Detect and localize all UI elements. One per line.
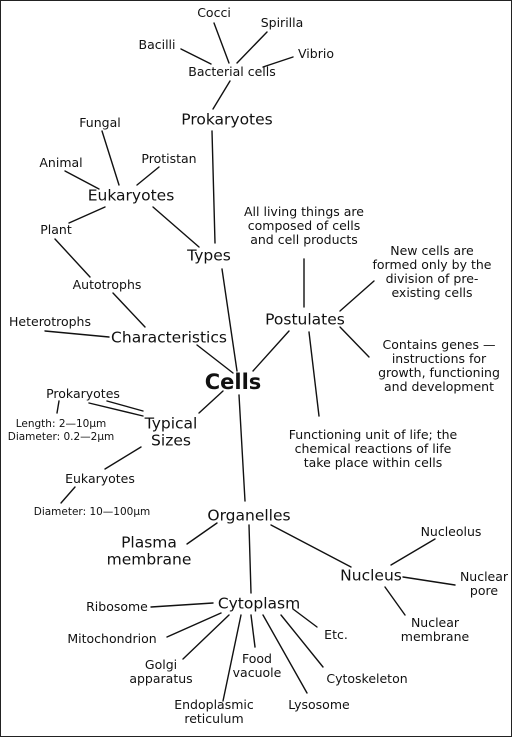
link-cytoplasm-mitochondrion bbox=[166, 612, 222, 638]
link-eukaryotes-animal bbox=[64, 170, 100, 190]
types-node: Types bbox=[187, 246, 231, 265]
golgi-apparatus-node: Golgi apparatus bbox=[129, 657, 193, 686]
link-prokaryotes-bar bbox=[106, 400, 144, 412]
link-cells-organelles bbox=[238, 394, 246, 502]
protistan-node: Protistan bbox=[141, 151, 197, 166]
plasma-membrane-node: Plasma membrane bbox=[106, 533, 192, 569]
bacilli-node: Bacilli bbox=[138, 37, 176, 52]
postulate-division: New cells are formed only by the divisio… bbox=[372, 243, 492, 300]
link-postulates-p2 bbox=[339, 280, 375, 312]
fungal-node: Fungal bbox=[79, 115, 121, 130]
link-prokaryotes-bacterial bbox=[212, 80, 231, 110]
eukaryotes-node: Eukaryotes bbox=[87, 186, 175, 205]
link-plant-autotrophs bbox=[54, 238, 91, 278]
link-organelles-cytoplasm bbox=[248, 524, 252, 594]
link-cells-types bbox=[221, 268, 238, 372]
organelles-node: Organelles bbox=[207, 506, 291, 525]
nuclear-pore-node: Nuclear pore bbox=[459, 569, 509, 598]
typical-sizes-node: Typical Sizes bbox=[144, 414, 198, 450]
link-cytoplasm-cytoskeleton bbox=[280, 614, 324, 668]
link-nucleus-nucleolus bbox=[390, 538, 436, 566]
food-vacuole-node: Food vacuole bbox=[232, 651, 282, 680]
postulates-node: Postulates bbox=[265, 310, 345, 329]
link-sizes-prokaryotes bbox=[88, 402, 144, 417]
cells-node: Cells bbox=[204, 370, 262, 395]
link-postulates-p3 bbox=[339, 326, 370, 358]
link-cells-typical-sizes bbox=[198, 390, 224, 414]
link-bacterial-bacilli bbox=[180, 48, 212, 65]
link-organelles-plasma bbox=[186, 522, 218, 545]
nuclear-membrane-node: Nuclear membrane bbox=[400, 615, 470, 644]
link-eukaryotes-fungal bbox=[101, 130, 120, 186]
nucleus-node: Nucleus bbox=[340, 566, 402, 585]
link-prokaryotes-length bbox=[56, 400, 60, 414]
link-heterotrophs-characteristics bbox=[44, 330, 110, 338]
heterotrophs-node: Heterotrophs bbox=[9, 314, 91, 329]
link-cytoplasm-ribosome bbox=[150, 602, 214, 608]
spirilla-node: Spirilla bbox=[260, 15, 304, 30]
cytoskeleton-node: Cytoskeleton bbox=[326, 671, 408, 686]
link-organelles-nucleus bbox=[270, 524, 352, 568]
link-nucleus-pore bbox=[402, 576, 456, 586]
link-autotrophs-characteristics bbox=[112, 292, 146, 328]
link-nucleus-membrane bbox=[384, 586, 406, 616]
postulate-composed: All living things are composed of cells … bbox=[244, 204, 364, 247]
bacterial-cells-node: Bacterial cells bbox=[188, 64, 276, 79]
link-eukaryotes-protistan bbox=[136, 166, 160, 186]
link-postulates-p4 bbox=[308, 331, 320, 417]
link-cytoplasm-food-vacuole bbox=[250, 614, 256, 648]
link-sizes-eukaryotes bbox=[104, 446, 142, 470]
prokaryotes-node: Prokaryotes bbox=[181, 110, 273, 129]
link-cells-postulates bbox=[252, 330, 290, 372]
prokaryotes-length: Length: 2—10μm bbox=[15, 418, 107, 431]
mitochondrion-node: Mitochondrion bbox=[67, 631, 157, 646]
vibrio-node: Vibrio bbox=[298, 46, 334, 61]
endoplasmic-reticulum-node: Endoplasmic reticulum bbox=[174, 697, 254, 726]
eukaryotes-diameter: Diameter: 10—100μm bbox=[33, 506, 151, 519]
sizes-eukaryotes-node: Eukaryotes bbox=[65, 471, 135, 486]
lysosome-node: Lysosome bbox=[288, 697, 350, 712]
prokaryotes-diameter: Diameter: 0.2—2μm bbox=[7, 431, 115, 444]
animal-node: Animal bbox=[39, 155, 83, 170]
autotrophs-node: Autotrophs bbox=[72, 277, 142, 292]
cocci-node: Cocci bbox=[197, 5, 231, 20]
link-cytoplasm-er bbox=[222, 614, 242, 702]
link-cytoplasm-golgi bbox=[182, 614, 230, 660]
sizes-prokaryotes-node: Prokaryotes bbox=[46, 386, 120, 401]
etc-node: Etc. bbox=[324, 627, 348, 642]
link-eukaryotes-diameter bbox=[60, 486, 76, 504]
postulate-genes: Contains genes — instructions for growth… bbox=[378, 337, 500, 394]
characteristics-node: Characteristics bbox=[111, 328, 227, 347]
cytoplasm-node: Cytoplasm bbox=[217, 594, 301, 613]
link-bacterial-spirilla bbox=[236, 31, 268, 64]
link-types-eukaryotes bbox=[152, 206, 200, 248]
link-cytoplasm-etc bbox=[292, 608, 318, 628]
link-bacterial-cocci bbox=[213, 22, 230, 64]
link-cells-characteristics bbox=[196, 344, 234, 374]
plant-node: Plant bbox=[40, 222, 72, 237]
link-bacterial-vibrio bbox=[262, 56, 294, 68]
postulate-functioning-unit: Functioning unit of life; the chemical r… bbox=[288, 427, 458, 470]
link-types-prokaryotes bbox=[211, 130, 216, 244]
link-cytoplasm-lysosome bbox=[262, 614, 308, 694]
ribosome-node: Ribosome bbox=[86, 599, 148, 614]
link-eukaryotes-plant bbox=[68, 206, 106, 224]
nucleolus-node: Nucleolus bbox=[420, 524, 482, 539]
